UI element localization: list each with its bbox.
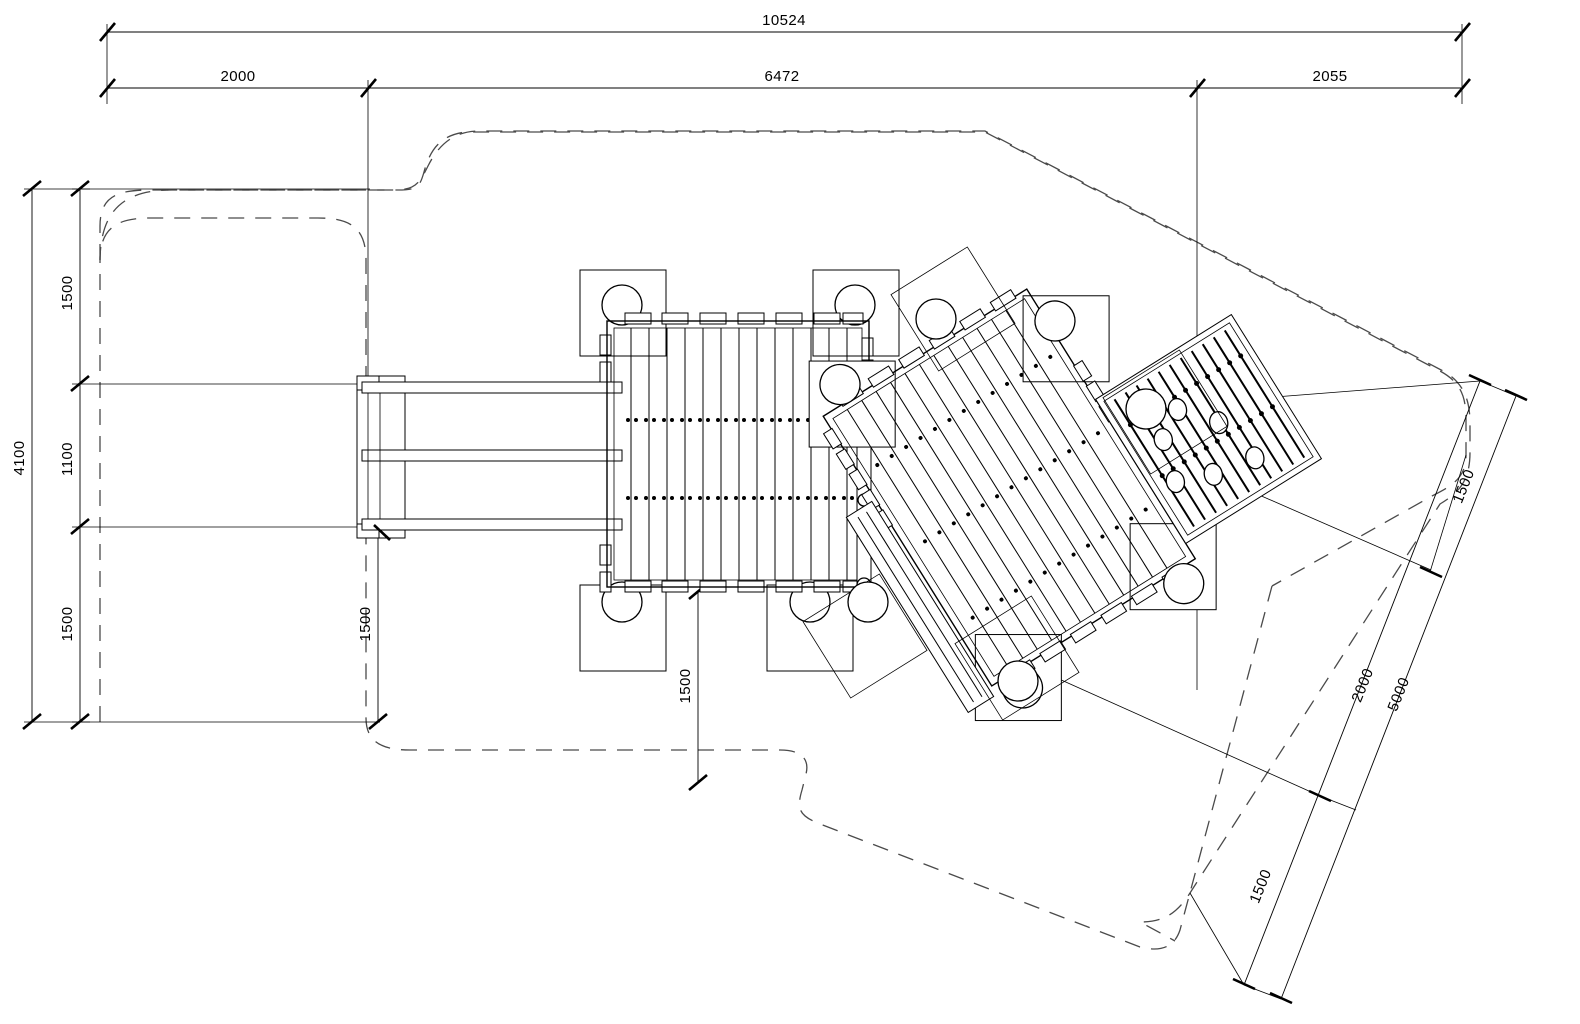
grating-panel (1094, 313, 1323, 545)
angled-outer-footings (802, 246, 1228, 721)
dim-label-right-upper: 1500 (1449, 467, 1478, 506)
safety-zone-outline (99, 130, 1471, 942)
dimension-left-chain (70, 180, 620, 730)
dim-label-right-5000: 5000 (1384, 675, 1413, 714)
dim-label-left-overall: 4100 (11, 441, 28, 476)
dim-label-top-middle: 6472 (765, 68, 800, 85)
dim-label-right-lower: 1500 (1246, 867, 1275, 906)
safety-zone-boundary (99, 131, 1467, 950)
deck-boards (630, 328, 848, 580)
dim-label-left-lower: 1500 (59, 607, 76, 642)
dim-label-top-right: 2055 (1313, 68, 1348, 85)
dim-label-top-left: 2000 (221, 68, 256, 85)
dim-label-inner-left: 1500 (357, 607, 374, 642)
deck-fastener-dots (626, 418, 854, 500)
post-footing (579, 269, 667, 357)
dim-label-left-middle: 1100 (59, 442, 76, 476)
angled-deck-boards (846, 310, 1168, 668)
dim-label-inner-center: 1500 (677, 669, 694, 704)
angled-barrier-panel (845, 500, 995, 714)
angled-deck-fastener-dots (875, 354, 1148, 620)
dim-label-left-upper: 1500 (59, 276, 76, 311)
dimension-angled-right (1189, 373, 1528, 1005)
post-footing (579, 581, 667, 672)
deck-joist-caps-top (624, 312, 864, 325)
dim-label-right-2000: 2000 (1348, 666, 1377, 705)
dim-label-top-overall: 10524 (762, 12, 806, 29)
ramp-walkway (356, 375, 623, 541)
post-footing (766, 581, 854, 672)
grating-clips (1153, 397, 1265, 494)
angled-deck (808, 288, 1323, 722)
dimension-top-overall (99, 22, 1471, 104)
